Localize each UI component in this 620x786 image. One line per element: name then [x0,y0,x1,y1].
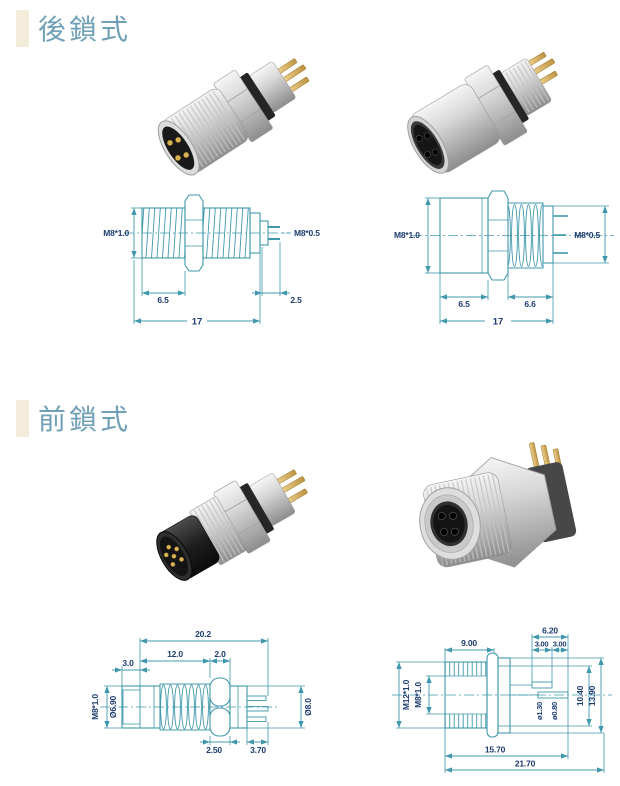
photo-rear-male-connector [157,58,310,176]
dim-label: 13.90 [587,685,597,706]
drawing-front-female: 9.00 6.20 3.00 3.00 M12*1.0 M8*1.0 ø1.30… [392,626,612,773]
dim-label: 2.0 [214,649,226,659]
dim-label: 20.2 [195,629,211,639]
dim-label: M12*1.0 [401,679,411,710]
dim-label: 6.5 [458,299,470,309]
thread-section-left [141,207,186,259]
dim-label: 3.00 [553,640,567,649]
dim-label: 3.70 [250,745,266,755]
dim-label: 9.00 [461,638,477,648]
dim-label: ø1.30 [535,702,544,720]
hex-nut-profile [487,190,509,281]
body-outline [141,194,280,272]
accent-bar [16,9,29,47]
dim-label: M8*1.0 [394,230,420,240]
dim-label: 17 [192,317,203,328]
contact-holes [437,511,459,536]
contact-pins [163,544,184,567]
drawing-rear-female: M8*1.0 M8*0.5 6.5 6.6 17 [394,190,614,328]
section-header-front: 前鎖式 [16,398,131,438]
hex-lobe-bottom [209,707,231,737]
dim-label: Ø6.90 [108,695,118,718]
dim-label: 2.5 [290,295,302,305]
thread-section [159,683,211,731]
dim-label: ø0.80 [550,702,559,720]
dim-label: M8*1.0 [413,682,423,708]
dimension-lines [396,634,605,773]
drawing-front-male: 20.2 12.0 2.0 3.0 M8*1.0 Ø6.90 Ø8.0 2.50… [90,629,313,755]
photo-rear-female-connector [407,52,558,174]
thread-ribs-bottom [445,714,487,728]
face-insert [162,126,195,170]
dimension-lines [104,638,305,745]
dimension-lines [131,207,292,324]
dim-label: 3.0 [122,658,134,668]
dim-label: 15.70 [485,745,506,755]
solder-pins [526,52,558,86]
dim-label: 10.40 [575,685,585,706]
section-title-rear: 後鎖式 [38,14,132,45]
o-ring [239,72,276,121]
dimension-lines [425,197,609,324]
contact-holes [415,132,439,158]
body-outline [121,677,269,737]
solder-pins [275,469,308,504]
drawing-rear-male: M8*1.0 M8*0.5 6.5 2.5 17 [103,194,320,328]
thread-section [507,202,544,269]
body-outline [439,190,568,281]
dim-label: 17 [493,317,504,328]
accent-bar [16,399,29,437]
dim-label: Ø8.0 [303,698,313,716]
dim-label: 6.5 [157,295,169,305]
photo-front-male-connector [156,469,308,581]
dim-label: M8*1.0 [103,228,129,238]
hex-lobe-top [209,677,231,707]
thread-ribs-top [445,662,487,676]
dim-label: 21.70 [515,759,536,769]
section-title-front: 前鎖式 [38,404,132,435]
o-ring [239,483,274,534]
dim-label: M8*0.5 [574,230,600,240]
body-outline [444,652,569,738]
dim-label: 12.0 [167,649,183,659]
section-header-rear: 後鎖式 [16,8,131,48]
hex-nut-profile [184,194,204,272]
o-ring [492,70,529,123]
dim-label: M8*1.0 [90,694,100,720]
dim-label: 6.6 [524,299,536,309]
contact-pins [167,136,190,161]
dim-label: M8*0.5 [294,228,320,238]
dim-label: 3.00 [535,640,549,649]
dim-label: 6.20 [542,626,558,636]
thread-section-right [202,207,251,259]
photo-front-female-connector [419,442,577,568]
dim-label: 2.50 [206,745,222,755]
solder-pins [276,58,310,93]
